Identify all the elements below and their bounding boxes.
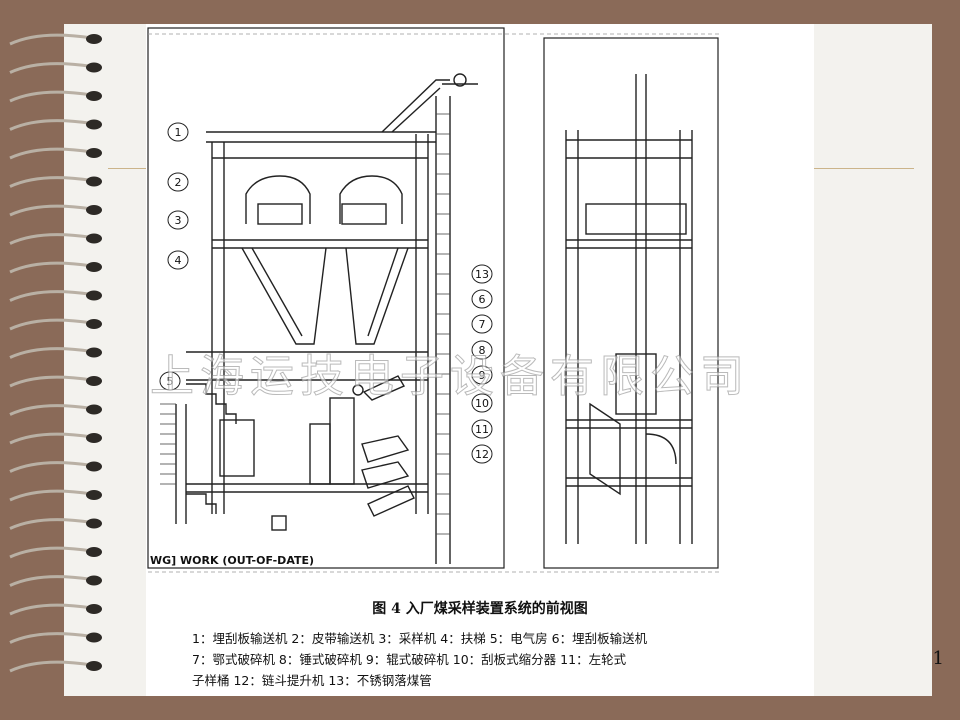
callout-bubble: [167, 172, 189, 192]
spiral-coil: [9, 119, 102, 131]
spiral-coil: [9, 603, 102, 616]
callout-label: 1: [175, 126, 182, 139]
spiral-coil: [9, 347, 102, 359]
spiral-coil: [9, 261, 102, 274]
callout-label: 5: [167, 375, 174, 388]
callout-label: 13: [475, 268, 489, 281]
callout-bubble: [159, 371, 181, 391]
spiral-coil: [9, 233, 102, 245]
spiral-coil: [9, 518, 102, 530]
spiral-coil: [9, 290, 102, 302]
callout-bubble: [471, 289, 493, 309]
legend-line: 7：鄂式破碎机 8：锤式破碎机 9：辊式破碎机 10：刮板式缩分器 11：左轮式: [192, 652, 627, 667]
spiral-coil: [9, 461, 102, 473]
callout-label: 11: [475, 423, 489, 436]
callout-bubble: [167, 250, 189, 270]
callout-bubble: [471, 393, 493, 413]
callout-label: 9: [479, 369, 486, 382]
callout-bubble: [471, 340, 493, 360]
spiral-coil: [9, 489, 102, 502]
legend-line: 1：埋刮板输送机 2：皮带输送机 3：采样机 4：扶梯 5：电气房 6：埋刮板输…: [192, 631, 648, 646]
callout-bubble: [471, 365, 493, 385]
spiral-coil: [9, 404, 102, 416]
spiral-coil: [9, 33, 102, 46]
callout-bubble: [167, 122, 189, 142]
callout-label: 4: [175, 254, 182, 267]
callout-bubble: [471, 264, 493, 284]
spiral-coil: [9, 432, 102, 445]
spiral-coil: [9, 632, 102, 644]
spiral-binding: [9, 33, 102, 673]
spiral-coil: [9, 147, 102, 160]
spiral-coil: [9, 375, 102, 388]
callout-label: 8: [479, 344, 486, 357]
callout-label: 3: [175, 214, 182, 227]
spiral-coil: [9, 575, 102, 587]
figure-legend: 1：埋刮板输送机 2：皮带输送机 3：采样机 4：扶梯 5：电气房 6：埋刮板输…: [192, 628, 792, 691]
spiral-coil: [9, 176, 102, 188]
spiral-coil: [9, 318, 102, 331]
callout-bubble: [167, 210, 189, 230]
slide-rule-right: [814, 168, 914, 169]
callout-bubble: [471, 419, 493, 439]
callout-label: 2: [175, 176, 182, 189]
spiral-coil: [9, 204, 102, 217]
figure-caption: 图 4 入厂煤采样装置系统的前视图: [372, 601, 588, 617]
callout-label: 12: [475, 448, 489, 461]
watermark-text: 上海运技电子设备有限公司: [150, 351, 750, 403]
callout-label: 10: [475, 397, 489, 410]
slide-number: 1: [932, 648, 944, 669]
spiral-coil: [9, 90, 102, 103]
spiral-coil: [9, 546, 102, 559]
callout-bubble: [471, 444, 493, 464]
spiral-coil: [9, 660, 102, 673]
callout-label: 6: [479, 293, 486, 306]
spiral-coil: [9, 62, 102, 74]
callout-label: 7: [479, 318, 486, 331]
drawing-title-block: WG] WORK (OUT-OF-DATE): [150, 554, 315, 567]
callout-bubble: [471, 314, 493, 334]
slide-rule-left: [108, 168, 146, 169]
legend-line: 子样桶 12：链斗提升机 13：不锈钢落煤管: [192, 673, 432, 688]
